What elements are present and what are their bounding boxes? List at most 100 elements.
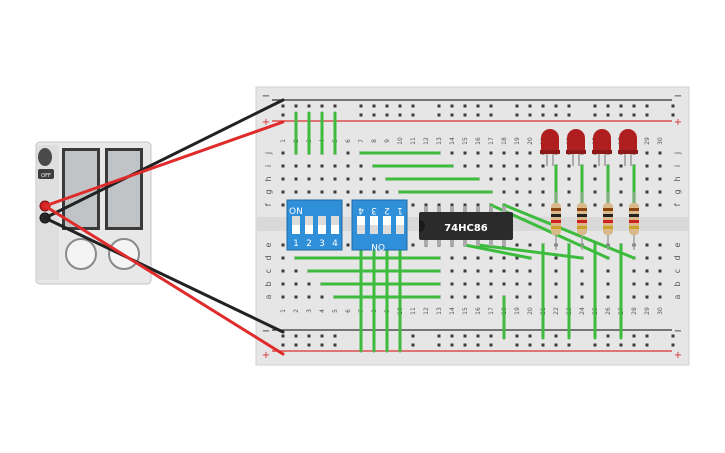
breadboard-hole[interactable] (437, 203, 441, 207)
breadboard-hole[interactable] (658, 151, 662, 155)
rail-hole[interactable] (320, 343, 324, 347)
breadboard-hole[interactable] (333, 190, 337, 194)
breadboard-hole[interactable] (645, 203, 649, 207)
breadboard-hole[interactable] (528, 177, 532, 181)
breadboard-hole[interactable] (606, 295, 610, 299)
breadboard-hole[interactable] (463, 164, 467, 168)
rail-hole[interactable] (411, 343, 415, 347)
breadboard-hole[interactable] (606, 282, 610, 286)
breadboard-hole[interactable] (658, 203, 662, 207)
breadboard-hole[interactable] (502, 269, 506, 273)
breadboard-hole[interactable] (645, 295, 649, 299)
breadboard-hole[interactable] (450, 203, 454, 207)
rail-hole[interactable] (567, 104, 571, 108)
rail-hole[interactable] (281, 104, 285, 108)
rail-hole[interactable] (489, 334, 493, 338)
breadboard-hole[interactable] (528, 164, 532, 168)
rail-hole[interactable] (463, 104, 467, 108)
breadboard-hole[interactable] (489, 295, 493, 299)
rail-hole[interactable] (411, 113, 415, 117)
dip-toggle-knob[interactable] (383, 225, 391, 234)
rail-hole[interactable] (632, 113, 636, 117)
breadboard-hole[interactable] (554, 282, 558, 286)
rail-hole[interactable] (320, 334, 324, 338)
rail-hole[interactable] (593, 343, 597, 347)
rail-hole[interactable] (281, 113, 285, 117)
rail-hole[interactable] (307, 334, 311, 338)
breadboard-hole[interactable] (515, 269, 519, 273)
breadboard-hole[interactable] (567, 203, 571, 207)
breadboard-hole[interactable] (294, 164, 298, 168)
rail-hole[interactable] (333, 104, 337, 108)
breadboard-hole[interactable] (515, 151, 519, 155)
breadboard-hole[interactable] (541, 164, 545, 168)
rail-hole[interactable] (632, 104, 636, 108)
breadboard-hole[interactable] (359, 164, 363, 168)
rail-hole[interactable] (437, 113, 441, 117)
breadboard-hole[interactable] (320, 177, 324, 181)
breadboard-hole[interactable] (541, 190, 545, 194)
jumper-wire[interactable] (463, 243, 532, 260)
rail-hole[interactable] (554, 334, 558, 338)
rail-hole[interactable] (554, 113, 558, 117)
breadboard-hole[interactable] (320, 164, 324, 168)
breadboard-hole[interactable] (411, 243, 415, 247)
breadboard-hole[interactable] (515, 190, 519, 194)
breadboard-hole[interactable] (476, 295, 480, 299)
breadboard-hole[interactable] (476, 164, 480, 168)
rail-hole[interactable] (294, 343, 298, 347)
breadboard-hole[interactable] (528, 269, 532, 273)
positive-wire-bottom[interactable] (43, 204, 285, 356)
breadboard-hole[interactable] (658, 164, 662, 168)
rail-hole[interactable] (463, 113, 467, 117)
rail-hole[interactable] (294, 334, 298, 338)
breadboard-hole[interactable] (359, 190, 363, 194)
breadboard-hole[interactable] (489, 256, 493, 260)
rail-hole[interactable] (450, 334, 454, 338)
breadboard-hole[interactable] (463, 282, 467, 286)
breadboard-hole[interactable] (554, 295, 558, 299)
rail-hole[interactable] (632, 334, 636, 338)
breadboard-hole[interactable] (372, 177, 376, 181)
rail-hole[interactable] (281, 343, 285, 347)
rail-hole[interactable] (398, 104, 402, 108)
rail-hole[interactable] (411, 334, 415, 338)
breadboard-hole[interactable] (515, 295, 519, 299)
breadboard-hole[interactable] (658, 190, 662, 194)
breadboard-hole[interactable] (658, 243, 662, 247)
breadboard-hole[interactable] (372, 190, 376, 194)
rail-hole[interactable] (528, 343, 532, 347)
breadboard-hole[interactable] (645, 282, 649, 286)
breadboard-hole[interactable] (567, 164, 571, 168)
rail-hole[interactable] (593, 104, 597, 108)
breadboard-hole[interactable] (645, 243, 649, 247)
power-cables[interactable] (43, 98, 285, 356)
rail-hole[interactable] (606, 334, 610, 338)
jumper-wires[interactable] (294, 111, 636, 353)
breadboard-hole[interactable] (580, 282, 584, 286)
jumper-wire[interactable] (502, 203, 636, 260)
breadboard-hole[interactable] (489, 164, 493, 168)
breadboard-hole[interactable] (632, 282, 636, 286)
breadboard-hole[interactable] (619, 203, 623, 207)
rail-hole[interactable] (619, 343, 623, 347)
breadboard-hole[interactable] (463, 203, 467, 207)
dip-toggle-knob[interactable] (292, 216, 300, 225)
breadboard-hole[interactable] (463, 295, 467, 299)
rail-hole[interactable] (528, 334, 532, 338)
rail-hole[interactable] (372, 113, 376, 117)
positive-wire-top[interactable] (43, 120, 285, 208)
rail-hole[interactable] (489, 104, 493, 108)
breadboard-hole[interactable] (593, 203, 597, 207)
breadboard-hole[interactable] (476, 256, 480, 260)
breadboard-hole[interactable] (281, 295, 285, 299)
resistor[interactable] (629, 192, 639, 250)
breadboard-hole[interactable] (580, 295, 584, 299)
breadboard-hole[interactable] (346, 190, 350, 194)
rail-hole[interactable] (398, 113, 402, 117)
led[interactable] (618, 129, 638, 166)
breadboard-hole[interactable] (528, 151, 532, 155)
breadboard-hole[interactable] (567, 190, 571, 194)
breadboard-hole[interactable] (541, 177, 545, 181)
